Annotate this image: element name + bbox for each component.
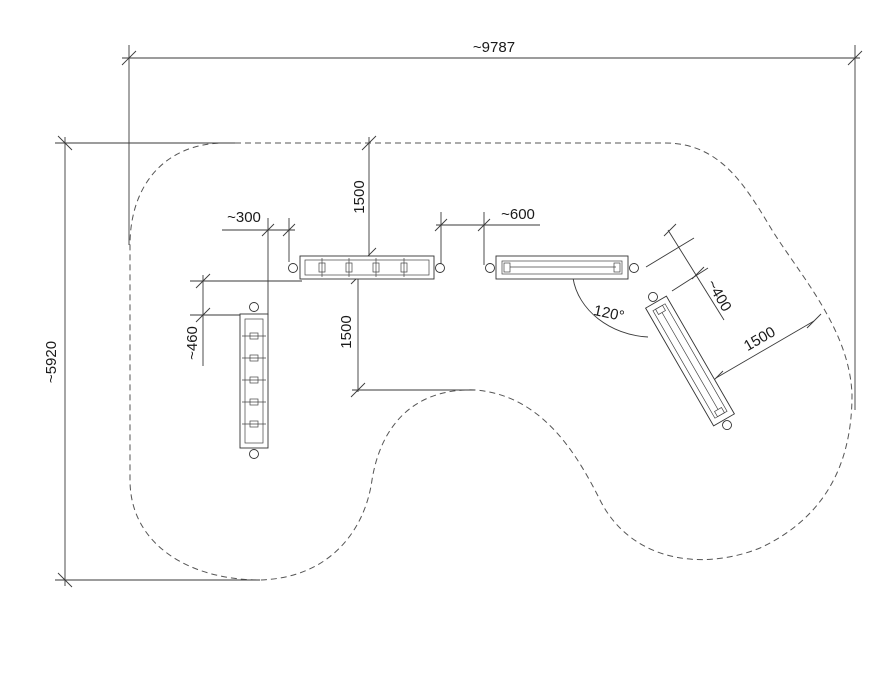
bottom-clearance-label: 1500 — [338, 315, 355, 348]
equipment-beam-right — [485, 255, 639, 280]
gap-left-label: ~300 — [227, 209, 261, 226]
offset-left-label: ~460 — [184, 326, 201, 360]
gap-right-label: ~600 — [501, 206, 535, 223]
angle-dimension: 120° — [572, 277, 649, 338]
surface-boundary — [129, 142, 853, 581]
overall-width-dimension: ~9787 — [121, 39, 863, 410]
diagonal-clearance-dimension: 1500 — [708, 313, 822, 386]
gap-left-dimension: ~300 — [222, 209, 296, 315]
overall-width-label: ~9787 — [473, 39, 515, 56]
equipment-beam-diagonal — [644, 291, 736, 431]
diagonal-clearance-label: 1500 — [741, 323, 778, 354]
top-clearance-label: 1500 — [351, 180, 368, 213]
equipment-beam-left — [239, 302, 269, 459]
overall-height-label: ~5920 — [43, 341, 60, 383]
offset-right-label: ~400 — [703, 277, 735, 315]
equipment-beam-middle — [288, 255, 445, 280]
offset-left-dimension: ~460 — [184, 273, 302, 366]
gap-right-dimension: ~600 — [434, 206, 540, 265]
angle-label: 120° — [592, 302, 626, 325]
bottom-clearance-dimension: 1500 — [338, 269, 475, 398]
overall-height-dimension: ~5920 — [43, 135, 260, 588]
top-clearance-dimension: 1500 — [351, 135, 377, 263]
